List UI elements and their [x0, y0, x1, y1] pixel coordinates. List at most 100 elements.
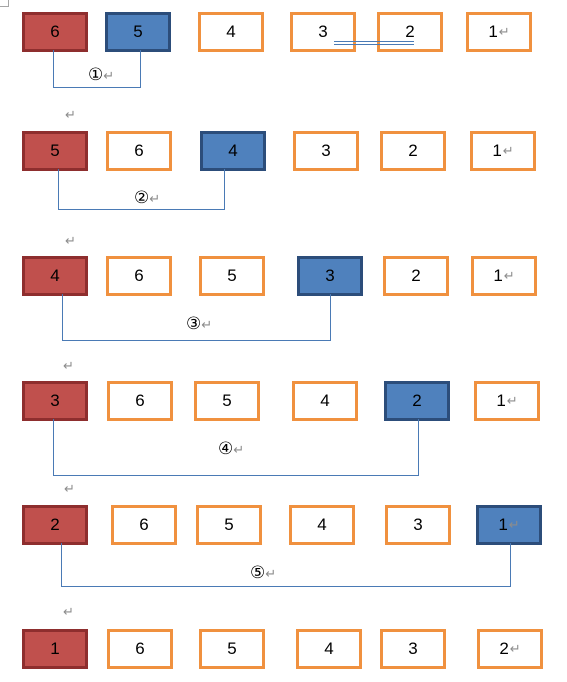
- array-box: 1↵: [474, 381, 540, 421]
- box-value: 4: [50, 266, 60, 285]
- array-box: 1↵: [471, 256, 537, 296]
- array-box: 2: [384, 381, 450, 421]
- array-box: 2↵: [477, 629, 543, 669]
- box-value: 2: [408, 141, 418, 160]
- array-box: 4: [22, 256, 88, 296]
- array-box: 1↵: [466, 12, 532, 52]
- box-value: 5: [222, 391, 232, 410]
- return-mark-icon: ↵: [64, 481, 75, 496]
- step-label: ②↵: [134, 189, 160, 206]
- box-value: 6: [135, 639, 145, 658]
- array-box: 6: [111, 505, 177, 545]
- return-mark-icon: ↵: [63, 358, 74, 373]
- step-label: ①↵: [88, 66, 114, 83]
- step-label: ⑤↵: [250, 564, 276, 581]
- box-value: 2: [412, 391, 422, 410]
- array-box: 5: [199, 256, 265, 296]
- box-value: 2: [405, 22, 415, 41]
- array-box: 1: [22, 629, 88, 669]
- return-mark-icon: ↵: [149, 191, 161, 206]
- array-box: 1↵: [470, 131, 536, 171]
- return-mark-icon: ↵: [103, 68, 115, 83]
- array-box: 5: [194, 381, 260, 421]
- step-label: ④↵: [218, 440, 244, 457]
- return-mark-icon: ↵: [498, 24, 510, 39]
- array-box: 2: [380, 131, 446, 171]
- box-value: 2: [499, 639, 509, 658]
- swap-connector: [58, 169, 225, 210]
- array-box: 1↵: [476, 505, 542, 545]
- return-mark-icon: ↵: [201, 317, 213, 332]
- box-value: 2: [411, 266, 421, 285]
- box-value: 2: [50, 515, 60, 534]
- step-number: ④: [218, 439, 234, 458]
- array-box: 4: [292, 381, 358, 421]
- array-box: 6: [107, 629, 173, 669]
- array-box: 6: [107, 381, 173, 421]
- array-box: 2: [383, 256, 449, 296]
- array-box: 2: [377, 12, 443, 52]
- box-value: 4: [317, 515, 327, 534]
- box-value: 4: [324, 639, 334, 658]
- box-value: 3: [408, 639, 418, 658]
- return-mark-icon: ↵: [506, 393, 518, 408]
- array-box: 3: [380, 629, 446, 669]
- array-box: 4: [200, 131, 266, 171]
- array-box: 4: [289, 505, 355, 545]
- page-corner-mark: [0, 0, 9, 7]
- swap-connector: [53, 50, 141, 88]
- box-value: 6: [50, 22, 60, 41]
- array-box: 5: [22, 131, 88, 171]
- array-box: 5: [196, 505, 262, 545]
- array-box: 3: [385, 505, 451, 545]
- return-mark-icon: ↵: [65, 107, 76, 122]
- return-mark-icon: ↵: [502, 143, 514, 158]
- box-value: 5: [50, 141, 60, 160]
- box-value: 4: [228, 141, 238, 160]
- box-value: 4: [320, 391, 330, 410]
- box-value: 1: [50, 639, 60, 658]
- box-value: 5: [133, 22, 143, 41]
- box-value: 1: [493, 266, 503, 285]
- array-box: 5: [105, 12, 171, 52]
- box-value: 6: [139, 515, 149, 534]
- double-underline: [334, 41, 414, 45]
- box-value: 6: [134, 266, 144, 285]
- array-box: 5: [199, 629, 265, 669]
- box-value: 1: [496, 391, 506, 410]
- step-number: ②: [134, 188, 150, 207]
- array-box: 3: [290, 12, 356, 52]
- box-value: 1: [498, 515, 508, 534]
- box-value: 1: [492, 141, 502, 160]
- array-box: 6: [106, 256, 172, 296]
- array-box: 3: [22, 381, 88, 421]
- box-value: 3: [325, 266, 335, 285]
- box-value: 3: [321, 141, 331, 160]
- return-mark-icon: ↵: [63, 604, 74, 619]
- swap-connector: [61, 543, 511, 587]
- box-value: 5: [227, 266, 237, 285]
- array-box: 3: [297, 256, 363, 296]
- box-value: 5: [227, 639, 237, 658]
- swap-connector: [53, 419, 419, 476]
- swap-connector: [62, 294, 331, 341]
- return-mark-icon: ↵: [265, 566, 277, 581]
- box-value: 3: [50, 391, 60, 410]
- array-box: 4: [296, 629, 362, 669]
- return-mark-icon: ↵: [503, 268, 515, 283]
- array-box: 6: [106, 131, 172, 171]
- box-value: 6: [135, 391, 145, 410]
- array-box: 4: [198, 12, 264, 52]
- return-mark-icon: ↵: [509, 641, 521, 656]
- box-value: 4: [226, 22, 236, 41]
- step-label: ③↵: [186, 315, 212, 332]
- box-value: 5: [224, 515, 234, 534]
- box-value: 3: [413, 515, 423, 534]
- box-value: 1: [488, 22, 498, 41]
- array-box: 3: [293, 131, 359, 171]
- return-mark-icon: ↵: [65, 233, 76, 248]
- return-mark-icon: ↵: [233, 442, 245, 457]
- box-value: 6: [134, 141, 144, 160]
- array-box: 6: [22, 12, 88, 52]
